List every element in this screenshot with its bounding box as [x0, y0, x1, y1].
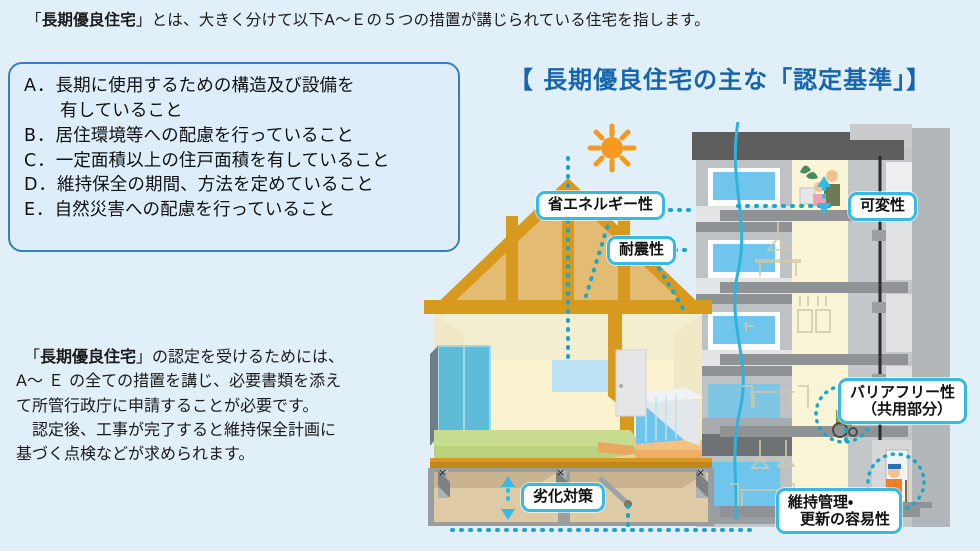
criteria-box: A．長期に使用するための構造及び設備を 有していること B．居住環境等への配慮を… — [8, 62, 460, 252]
page-title: 【 長期優良住宅の主な「認定基準」】 — [508, 66, 932, 94]
para1-bold-term: 長期優良住宅 — [40, 347, 137, 366]
callout-decay-countermeasure[interactable]: 劣化対策 — [521, 483, 606, 512]
criteria-item-c: C．一定面積以上の住戸面積を有していること — [24, 149, 454, 174]
callout-maintenance-ease[interactable]: 維持管理・ 更新の容易性 — [776, 488, 903, 534]
lead-suffix: 」とは、大きく分けて以下A～Ｅの５つの措置が講じられている住宅を指します。 — [135, 11, 710, 29]
criteria-item-a-cont: 有していること — [60, 100, 183, 121]
para1-line3: て所管行政庁に申請することが必要です。 — [16, 395, 319, 415]
arrow-updown-icon-foundation — [501, 476, 515, 520]
criteria-text-e: 自然災害への配慮を行っていること — [54, 200, 336, 221]
criteria-text-b: 居住環境等への配慮を行っていること — [55, 125, 354, 146]
explanatory-paragraph: 「長期優良住宅」の認定を受けるためには、 A～ Ｅ の全ての措置を講じ、必要書類… — [16, 345, 446, 467]
callout-maintenance-line2: 更新の容易性 — [800, 509, 891, 528]
callout-earthquake-resistance[interactable]: 耐震性 — [607, 236, 677, 265]
room-3f-furniture — [797, 296, 831, 333]
interior-door — [615, 349, 647, 417]
criteria-item-e: E．自然災害への配慮を行っていること — [24, 198, 454, 223]
callout-energy-efficiency[interactable]: 省エネルギー性 — [536, 191, 666, 220]
criteria-letter-e: E． — [24, 200, 55, 221]
para1-line2: A～ Ｅ の全ての措置を講じ、必要書類を添え — [16, 371, 342, 391]
callout-maintenance-line1: 維持管理・ — [788, 493, 854, 511]
lead-prefix: 「 — [26, 11, 42, 29]
criteria-item-b: B．居住環境等への配慮を行っていること — [24, 124, 454, 149]
criteria-letter-a: A． — [24, 76, 56, 96]
highlight-entrance — [866, 452, 926, 512]
svg-text:×: × — [696, 466, 705, 479]
callout-barrier-free-line2: （共用部分） — [862, 399, 953, 418]
criteria-item-a: A．長期に使用するための構造及び設備を — [24, 74, 454, 99]
arrow-updown-icon — [817, 176, 831, 214]
callout-barrier-free-line1: バリアフリー性 — [850, 383, 956, 401]
para2-line2: 基づく点検などが求められます。 — [16, 444, 255, 464]
flexible-partition-line — [733, 121, 745, 521]
criteria-text-d: 維持保全の期間、方法を定めていること — [56, 175, 374, 196]
para1-line1: 「長期優良住宅」の認定を受けるためには、 — [16, 345, 446, 369]
criteria-letter-b: B． — [24, 125, 56, 146]
svg-text:×: × — [438, 466, 447, 479]
criteria-item-d: D．維持保全の期間、方法を定めていること — [24, 173, 454, 198]
criteria-text-a: 長期に使用するための構造及び設備を — [55, 76, 355, 96]
criteria-letter-d: D． — [24, 175, 57, 196]
lead-sentence: 「長期優良住宅」とは、大きく分けて以下A～Ｅの５つの措置が講じられている住宅を指… — [26, 8, 956, 30]
para1-post: 」の認定を受けるためには、 — [136, 347, 345, 366]
para2-line1: 認定後、工事が完了すると維持保全計画に — [16, 419, 337, 439]
room-4f-furniture — [755, 222, 801, 276]
criteria-letter-c: C． — [24, 150, 56, 171]
kitchen-counter — [632, 388, 704, 446]
callout-barrier-free[interactable]: バリアフリー性 （共用部分） — [838, 378, 968, 424]
foundation: × × × — [428, 466, 714, 526]
callout-flexibility[interactable]: 可変性 — [848, 192, 918, 221]
para1-pre: 「 — [16, 347, 41, 366]
svg-text:×: × — [556, 466, 565, 479]
glass-door — [430, 345, 491, 446]
room-2f-furniture — [742, 385, 809, 408]
lead-bold-term: 長期優良住宅 — [41, 11, 136, 29]
sun-icon — [587, 123, 637, 173]
criteria-text-c: 一定面積以上の住戸面積を有していること — [55, 150, 390, 171]
illustration: × × × — [420, 110, 980, 551]
